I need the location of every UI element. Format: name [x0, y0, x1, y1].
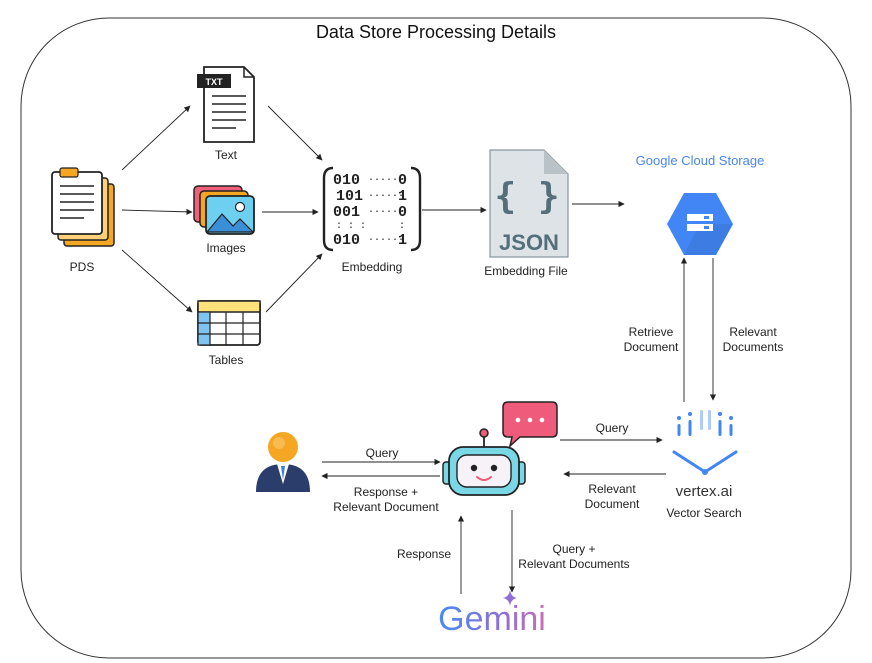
- user-icon: [256, 432, 310, 492]
- edge-pds-images: [121, 208, 193, 215]
- svg-text:······: ······: [368, 175, 404, 186]
- diagram-title: Data Store Processing Details: [315, 22, 557, 42]
- edge-label-query-user: Query: [365, 446, 399, 460]
- svg-text:0: 0: [398, 172, 407, 189]
- json-file-icon: { }: [489, 149, 569, 258]
- svg-text:······: ······: [368, 191, 404, 202]
- table-icon: [197, 300, 261, 346]
- svg-text:001: 001: [333, 204, 360, 221]
- svg-text:: : :: : : :: [336, 221, 366, 232]
- documents-stack-icon: [51, 167, 115, 247]
- chatbot-icon: [442, 428, 526, 496]
- edge-label-response-gemini: Response: [396, 547, 452, 561]
- svg-text:1: 1: [398, 188, 407, 205]
- connectors: [121, 105, 717, 594]
- edge-label-query-vertex: Query: [595, 421, 629, 435]
- text-label: Text: [214, 148, 237, 162]
- json-label: JSON: [499, 230, 559, 255]
- svg-text:······: ······: [368, 235, 404, 246]
- tables-label: Tables: [208, 353, 244, 367]
- edge-label-retrieve-document: Retrieve Document: [623, 325, 679, 354]
- chat-bubble-icon: [502, 401, 558, 449]
- gemini-logo: [503, 590, 517, 606]
- edge-pds-text: [121, 105, 191, 171]
- binary-matrix-icon: 010 101 001 010 0 1 0 1 ······ ······ ··…: [322, 166, 422, 252]
- outer-frame: [20, 17, 852, 659]
- cloud-storage-icon: [667, 193, 733, 255]
- svg-text:101: 101: [336, 188, 363, 205]
- embedding-label: Embedding: [341, 260, 403, 274]
- pds-label: PDS: [69, 260, 95, 274]
- images-icon: [193, 185, 255, 235]
- gemini-wordmark: Gemini: [438, 600, 546, 638]
- vertex-ai-icon: [672, 410, 738, 475]
- svg-text::: :: [399, 221, 405, 232]
- edge-tables-embedding: [265, 253, 323, 313]
- edge-label-relevant-document: Relevant Document: [584, 482, 640, 511]
- svg-text:······: ······: [368, 207, 404, 218]
- edge-text-embedding: [267, 105, 323, 161]
- svg-text:1: 1: [398, 232, 407, 249]
- edge-label-relevant-documents: Relevant Documents: [722, 325, 784, 354]
- txt-file-icon: [197, 66, 255, 143]
- images-label: Images: [206, 241, 246, 255]
- svg-text:0: 0: [398, 204, 407, 221]
- edge-pds-tables: [121, 249, 193, 313]
- edge-label-response-relevant: Response + Relevant Document: [333, 485, 439, 514]
- svg-text:010: 010: [333, 172, 360, 189]
- gcs-label: Google Cloud Storage: [635, 153, 765, 168]
- vertex-brand: vertex.ai: [676, 483, 733, 500]
- edge-label-query-gemini: Query + Relevant Documents: [518, 542, 630, 571]
- vector-search-label: Vector Search: [666, 506, 742, 520]
- txt-badge: TXT: [206, 77, 224, 87]
- svg-text:{ }: { }: [494, 176, 559, 217]
- embedding-file-label: Embedding File: [484, 264, 568, 278]
- svg-text:010: 010: [333, 232, 360, 249]
